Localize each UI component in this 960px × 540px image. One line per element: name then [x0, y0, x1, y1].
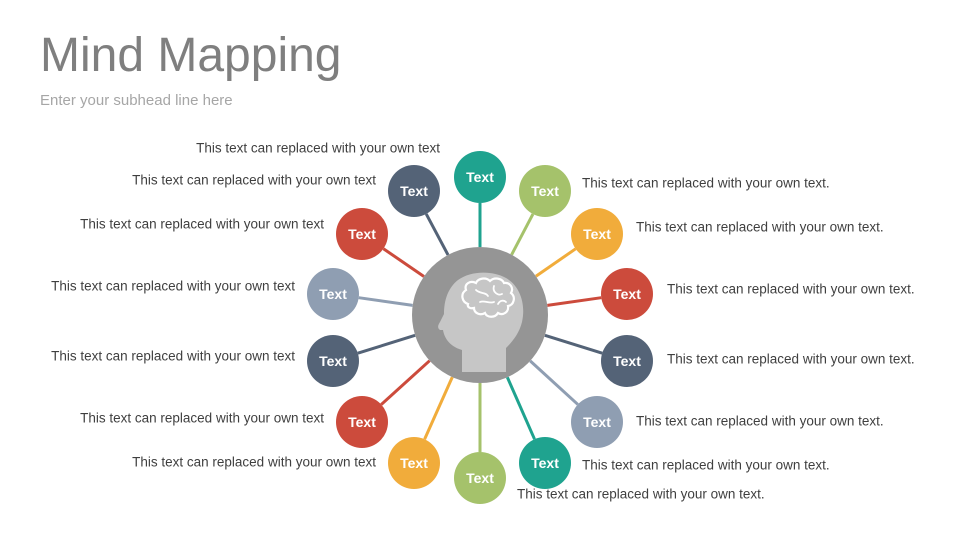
- connector-line: [380, 359, 431, 406]
- node-description-6: This text can replaced with your own tex…: [636, 413, 884, 429]
- slide-title: Mind Mapping: [40, 29, 342, 82]
- brain-shape: [461, 277, 515, 318]
- node-7: Text: [519, 437, 571, 489]
- node-circle: [454, 452, 506, 504]
- node-circle: [388, 437, 440, 489]
- node-10: Text: [336, 396, 388, 448]
- node-13: Text: [336, 208, 388, 260]
- node-label: Text: [583, 414, 611, 430]
- node-label: Text: [531, 455, 559, 471]
- node-4: Text: [601, 268, 653, 320]
- connector-line: [423, 376, 454, 440]
- connector-line: [357, 333, 416, 355]
- node-circle: [601, 335, 653, 387]
- node-1: Text: [454, 151, 506, 203]
- node-6: Text: [571, 396, 623, 448]
- node-circle: [519, 437, 571, 489]
- node-9: Text: [388, 437, 440, 489]
- node-label: Text: [613, 353, 641, 369]
- node-description-10: This text can replaced with your own tex…: [80, 410, 324, 426]
- node-description-3: This text can replaced with your own tex…: [636, 219, 884, 235]
- node-5: Text: [601, 335, 653, 387]
- node-description-7: This text can replaced with your own tex…: [582, 457, 830, 473]
- node-group: TextTextTextTextTextTextTextTextTextText…: [307, 151, 653, 504]
- node-label: Text: [348, 414, 376, 430]
- node-description-1: This text can replaced with your own tex…: [196, 140, 440, 156]
- node-description-4: This text can replaced with your own tex…: [667, 281, 915, 297]
- connector-lines: [357, 203, 603, 452]
- node-label: Text: [531, 183, 559, 199]
- node-circle: [336, 396, 388, 448]
- connector-line: [544, 333, 603, 355]
- node-8: Text: [454, 452, 506, 504]
- connector-line: [424, 213, 450, 256]
- node-label: Text: [400, 455, 428, 471]
- node-3: Text: [571, 208, 623, 260]
- node-description-11: This text can replaced with your own tex…: [51, 348, 295, 364]
- node-label: Text: [400, 183, 428, 199]
- node-circle: [571, 396, 623, 448]
- connector-line: [547, 296, 602, 307]
- center-hub: [412, 247, 548, 383]
- node-circle: [388, 165, 440, 217]
- head-silhouette: [438, 272, 524, 372]
- node-circle: [601, 268, 653, 320]
- node-circle: [336, 208, 388, 260]
- node-circle: [571, 208, 623, 260]
- node-circle: [307, 335, 359, 387]
- node-12: Text: [307, 268, 359, 320]
- node-circle: [519, 165, 571, 217]
- head-brain-icon: [438, 272, 524, 372]
- connector-line: [535, 247, 577, 278]
- node-description-9: This text can replaced with your own tex…: [132, 454, 376, 470]
- node-label: Text: [466, 470, 494, 486]
- node-description-2: This text can replaced with your own tex…: [582, 175, 830, 191]
- node-14: Text: [388, 165, 440, 217]
- node-11: Text: [307, 335, 359, 387]
- node-label: Text: [613, 286, 641, 302]
- node-2: Text: [519, 165, 571, 217]
- node-circle: [307, 268, 359, 320]
- brain-folds: [475, 285, 507, 305]
- node-label: Text: [466, 169, 494, 185]
- node-circle: [454, 151, 506, 203]
- node-description-12: This text can replaced with your own tex…: [51, 278, 295, 294]
- connector-line: [529, 359, 579, 406]
- connector-line: [358, 296, 413, 307]
- node-description-14: This text can replaced with your own tex…: [132, 172, 376, 188]
- node-description-5: This text can replaced with your own tex…: [667, 351, 915, 367]
- node-description-8: This text can replaced with your own tex…: [517, 486, 765, 502]
- node-description-13: This text can replaced with your own tex…: [80, 216, 324, 232]
- connector-line: [382, 247, 425, 278]
- node-label: Text: [319, 286, 347, 302]
- connector-line: [505, 376, 536, 440]
- node-label: Text: [319, 353, 347, 369]
- connector-line: [510, 213, 535, 256]
- node-label: Text: [583, 226, 611, 242]
- slide-subtitle: Enter your subhead line here: [40, 92, 233, 109]
- node-label: Text: [348, 226, 376, 242]
